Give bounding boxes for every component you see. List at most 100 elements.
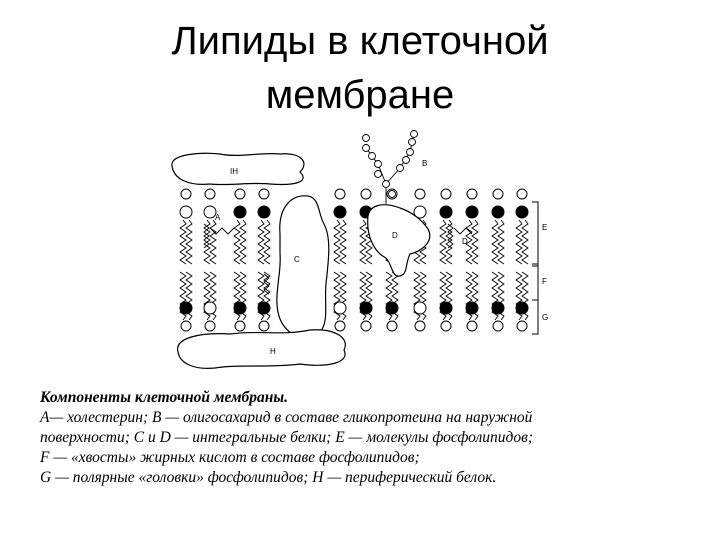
fatty-acid-tail <box>465 271 473 321</box>
phospholipid-head <box>333 205 347 219</box>
phospholipid-head <box>233 205 247 219</box>
phospholipid-head <box>491 301 505 315</box>
label-e: E <box>542 223 547 232</box>
phospholipid-head-outer <box>234 188 246 200</box>
phospholipid-head-outer <box>440 188 452 200</box>
fatty-acid-tail <box>413 271 421 321</box>
fatty-acid-tail <box>439 271 447 321</box>
fatty-acid-tail <box>185 219 193 265</box>
phospholipid-head <box>203 301 217 315</box>
cholesterol-a <box>203 223 473 295</box>
phospholipid-head <box>439 205 453 219</box>
label-g: G <box>542 313 548 322</box>
phospholipid-head-outer <box>466 320 478 332</box>
phospholipid-head-outer <box>466 188 478 200</box>
phospholipid-head-outer <box>492 320 504 332</box>
slide-title: Липиды в клеточной мембране <box>0 14 720 122</box>
phospholipid-head <box>439 301 453 315</box>
phospholipid-head-outer <box>180 320 192 332</box>
phospholipid-head <box>179 301 193 315</box>
phospholipid-head <box>413 301 427 315</box>
fatty-acid-tail <box>239 219 247 265</box>
membrane-diagram: IH A B C D D E F G H <box>171 130 548 369</box>
fatty-acid-tail <box>203 271 211 321</box>
phospholipid-head <box>515 205 529 219</box>
phospholipid-head-outer <box>360 188 372 200</box>
fatty-acid-tail <box>365 219 373 265</box>
phospholipid-head <box>257 301 271 315</box>
fatty-acid-tail <box>209 219 217 265</box>
integral-protein-d <box>367 204 431 277</box>
fatty-acid-tail <box>521 219 529 265</box>
label-f: F <box>542 277 547 286</box>
phospholipid-head <box>413 205 427 219</box>
fatty-acid-tail <box>333 219 341 265</box>
fatty-acid-tail <box>445 219 453 265</box>
fatty-acid-tail <box>339 219 347 265</box>
fatty-acid-tail <box>179 219 187 265</box>
fatty-acid-tail <box>491 271 499 321</box>
phospholipid-head <box>515 301 529 315</box>
label-a: A <box>215 213 221 222</box>
fatty-acid-tail <box>471 219 479 265</box>
fatty-acid-tail <box>257 219 265 265</box>
fatty-acid-tail <box>515 219 523 265</box>
integral-protein-c <box>276 195 330 339</box>
phospholipid-head-outer <box>258 320 270 332</box>
caption-line-3: F — «хвосты» жирных кислот в составе фос… <box>40 449 420 466</box>
fatty-acid-tail <box>515 271 523 321</box>
fatty-acid-tail <box>233 219 241 265</box>
phospholipid-head <box>233 301 247 315</box>
fatty-acid-tail <box>257 271 265 321</box>
label-c: C <box>294 255 300 264</box>
phospholipid-heads <box>179 188 529 332</box>
phospholipid-head <box>257 205 271 219</box>
fatty-acid-tail <box>179 271 187 321</box>
phospholipid-head-outer <box>258 188 270 200</box>
fatty-acid-tail <box>333 271 341 321</box>
phospholipid-head <box>179 205 193 219</box>
fatty-acid-tail <box>359 271 367 321</box>
caption: Компоненты клеточной мембраны. A— холест… <box>40 388 700 488</box>
title-line-1: Липиды в клеточной <box>171 19 549 63</box>
phospholipid-head-outer <box>234 320 246 332</box>
fatty-acid-tail <box>497 219 505 265</box>
phospholipid-head-outer <box>334 320 346 332</box>
caption-line-1: A— холестерин; B — олигосахарид в состав… <box>40 409 533 426</box>
phospholipid-head <box>465 301 479 315</box>
phospholipid-head <box>333 301 347 315</box>
caption-title: Компоненты клеточной мембраны. <box>40 389 289 406</box>
peripheral-protein-h <box>177 329 346 369</box>
phospholipid-head-outer <box>334 188 346 200</box>
label-d-2: D <box>462 237 468 246</box>
fatty-acid-tail <box>359 219 367 265</box>
phospholipid-head <box>203 205 217 219</box>
caption-line-2: поверхности; C и D — интегральные белки;… <box>40 429 534 446</box>
fatty-acid-tail <box>465 219 473 265</box>
fatty-acid-tail <box>385 271 393 321</box>
phospholipid-head-outer <box>414 320 426 332</box>
label-h: H <box>270 347 276 356</box>
phospholipid-head <box>465 205 479 219</box>
phospholipid-head <box>491 205 505 219</box>
fatty-acid-tail <box>491 219 499 265</box>
phospholipid-head-outer <box>516 188 528 200</box>
phospholipid-head-outer <box>360 320 372 332</box>
phospholipid-head-outer <box>204 320 216 332</box>
phospholipid-head-outer <box>180 188 192 200</box>
fatty-acid-tail <box>439 219 447 265</box>
phospholipid-head-outer <box>440 320 452 332</box>
fatty-acid-tail <box>263 219 271 265</box>
label-brackets <box>532 201 539 335</box>
caption-line-4: G — полярные «головки» фосфолипидов; H —… <box>40 469 497 486</box>
oligosaccharide-chain-b <box>362 130 418 204</box>
phospholipid-head-outer <box>204 188 216 200</box>
phospholipid-head-outer <box>414 188 426 200</box>
peripheral-protein-ih <box>171 152 305 186</box>
label-b: B <box>422 159 427 168</box>
phospholipid-head-outer <box>492 188 504 200</box>
phospholipid-head <box>385 301 399 315</box>
fatty-acid-tail <box>233 271 241 321</box>
phospholipid-head-outer <box>516 320 528 332</box>
phospholipid-head-outer <box>386 320 398 332</box>
